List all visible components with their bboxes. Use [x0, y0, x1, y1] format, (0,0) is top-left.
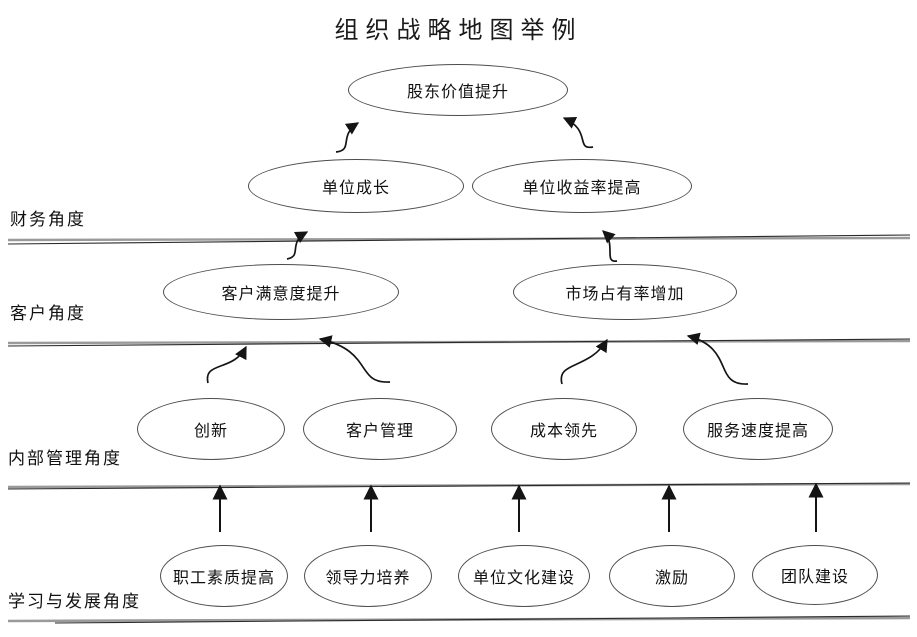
- node-shareholder-value: 股东价值提升: [348, 64, 568, 116]
- perspective-label-learning-development: 学习与发展角度: [8, 592, 141, 611]
- node-customer-satisfaction: 客户满意度提升: [163, 264, 399, 320]
- node-incentive: 激励: [609, 545, 735, 607]
- node-leadership-development: 领导力培养: [304, 545, 432, 607]
- arrow-unit-growth-to-shareholder-value: [335, 122, 360, 153]
- node-culture-building: 单位文化建设: [458, 545, 590, 607]
- arrow-unit-profit-to-shareholder-value: [562, 117, 594, 149]
- node-innovation: 创新: [137, 398, 285, 460]
- arrow-cost-leadership-to-market-share: [560, 338, 608, 385]
- perspective-label-internal-management: 内部管理角度: [8, 449, 122, 468]
- node-staff-quality: 职工素质提高: [160, 545, 288, 607]
- node-unit-growth: 单位成长: [248, 159, 464, 213]
- arrow-customer-satisfaction-to-unit-growth: [286, 231, 309, 260]
- perspective-label-finance: 财务角度: [10, 210, 86, 229]
- arrow-market-share-to-unit-profit: [602, 230, 618, 262]
- node-customer-management: 客户管理: [303, 398, 457, 460]
- arrow-customer-management-to-customer-satisfaction: [318, 335, 391, 383]
- node-market-share: 市场占有率增加: [513, 264, 737, 320]
- node-cost-leadership: 成本领先: [491, 398, 637, 460]
- diagram-title: 组织战略地图举例: [334, 17, 583, 44]
- divider-finance-line: [7, 234, 911, 245]
- arrow-innovation-to-customer-satisfaction: [206, 345, 247, 384]
- node-unit-profit-rate: 单位收益率提高: [472, 159, 692, 213]
- divider-bottom-line: [7, 615, 911, 624]
- divider-internal-line: [7, 482, 911, 490]
- divider-customer-line: [7, 338, 911, 347]
- perspective-label-customer: 客户角度: [10, 304, 86, 323]
- node-team-building: 团队建设: [752, 545, 878, 605]
- arrow-service-speed-to-market-share: [686, 332, 749, 385]
- node-service-speed: 服务速度提高: [683, 398, 833, 460]
